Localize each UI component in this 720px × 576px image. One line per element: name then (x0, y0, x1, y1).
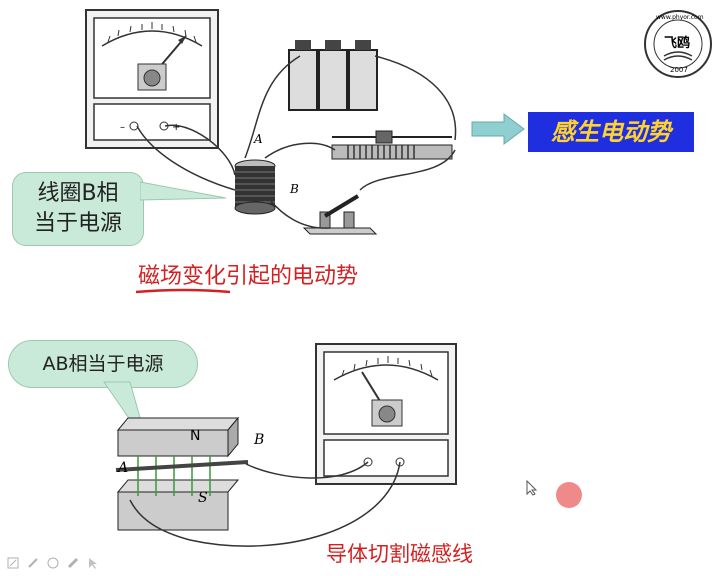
galvanometer-bottom (315, 343, 457, 485)
caption-underline (135, 288, 231, 294)
label-a-bottom: A (118, 460, 129, 476)
right-arrow-icon (471, 113, 525, 145)
label-b-top: B (290, 182, 299, 196)
label-b-bottom: B (254, 432, 265, 448)
logo-url: www.phyor.com (656, 14, 704, 21)
presentation-toolbar (6, 554, 106, 572)
label-a-top: A (254, 132, 263, 146)
svg-text:–: – (120, 122, 125, 133)
pen-icon[interactable] (6, 556, 20, 570)
pencil-icon[interactable] (26, 556, 40, 570)
circuit-wires-bottom (129, 461, 401, 547)
callout-coil-b-text: 线圈B相 当于电源 (33, 181, 122, 236)
galvanometer-top: – + (85, 9, 219, 149)
circuit-wires-top (136, 55, 457, 229)
callout-ab: AB相当于电源 (8, 340, 198, 388)
coil-b (234, 159, 276, 215)
logo-seal-icon (644, 10, 712, 78)
switch (302, 194, 378, 235)
eraser-icon[interactable] (46, 556, 60, 570)
callout-coil-b: 线圈B相 当于电源 (12, 172, 144, 246)
svg-text:+: + (172, 122, 180, 133)
pointer-icon (526, 480, 538, 496)
result-box: 感生电动势 (528, 112, 694, 152)
logo: 飞鸥 www.phyor.com 2007 (642, 8, 714, 80)
cursor-dot (556, 482, 582, 508)
highlighter-icon[interactable] (66, 556, 80, 570)
arrow-icon[interactable] (86, 556, 100, 570)
caption-top: 磁场变化引起的电动势 (138, 264, 359, 289)
rheostat (331, 130, 453, 160)
callout-ab-text: AB相当于电源 (42, 353, 164, 375)
logo-year: 2007 (670, 66, 688, 74)
label-n: N (190, 428, 201, 444)
logo-text: 飞鸥 (664, 36, 691, 51)
label-s: S (198, 490, 208, 506)
caption-bottom: 导体切割磁感线 (326, 542, 473, 566)
callout-pointer-top (140, 181, 227, 201)
